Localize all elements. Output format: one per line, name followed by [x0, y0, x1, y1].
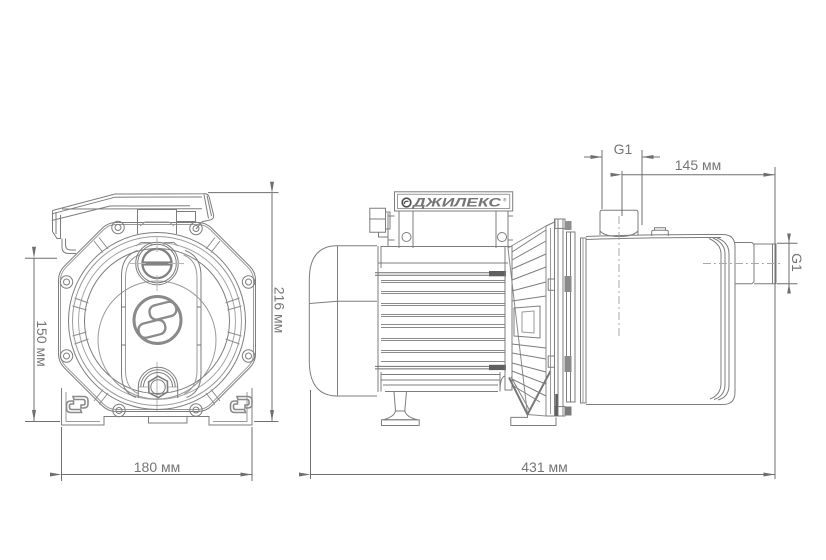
svg-text:G1: G1 — [789, 253, 805, 272]
svg-text:431 мм: 431 мм — [521, 459, 568, 475]
svg-text:180 мм: 180 мм — [134, 459, 181, 475]
svg-text:145 мм: 145 мм — [675, 157, 722, 173]
svg-text:150 мм: 150 мм — [34, 320, 50, 367]
svg-text:216 мм: 216 мм — [272, 287, 288, 334]
svg-text:ДЖИЛЕКС: ДЖИЛЕКС — [412, 196, 502, 210]
svg-text:®: ® — [503, 197, 507, 203]
svg-text:G1: G1 — [614, 141, 633, 157]
